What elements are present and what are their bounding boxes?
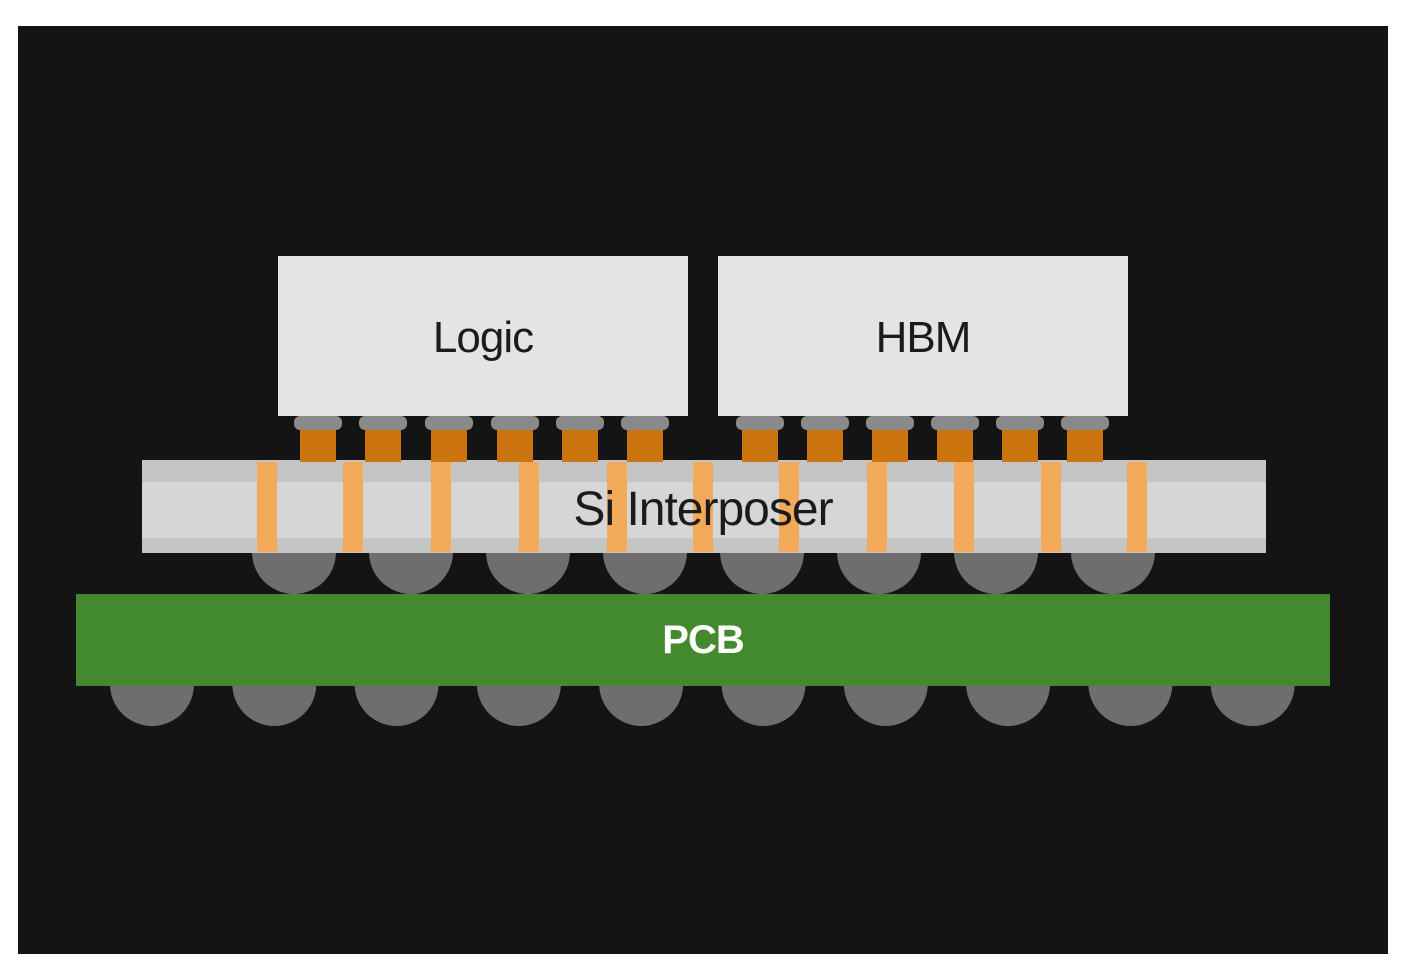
bump-pad [556,416,604,430]
microbump [742,430,778,462]
bump-pad [736,416,784,430]
interposer-label: Si Interposer [573,483,833,536]
hbm-label: HBM [876,313,971,362]
tsv [431,462,451,552]
bump-pad [425,416,473,430]
microbump [562,430,598,462]
microbump [431,430,467,462]
tsv [1127,462,1147,552]
tsv [343,462,363,552]
bump-pad [866,416,914,430]
bump-pad [294,416,342,430]
pcb-label: PCB [662,618,744,662]
bump-pad [801,416,849,430]
tsv [779,462,799,552]
bump-pad [491,416,539,430]
microbump [1067,430,1103,462]
microbump [365,430,401,462]
tsv [257,462,277,552]
pcb-substrate [76,594,1330,686]
logic-label: Logic [433,313,533,362]
bump-pad [359,416,407,430]
tsv [867,462,887,552]
tsv [693,462,713,552]
microbump [937,430,973,462]
microbump [807,430,843,462]
tsv [607,462,627,552]
through-silicon-vias [257,462,1147,552]
tsv [954,462,974,552]
bump-pad [996,416,1044,430]
bump-pad [621,416,669,430]
microbumps [294,416,1109,462]
logic-die [278,256,688,416]
microbump [497,430,533,462]
hbm-die [718,256,1128,416]
microbump [872,430,908,462]
bump-pad [931,416,979,430]
microbump [627,430,663,462]
microbump [300,430,336,462]
microbump [1002,430,1038,462]
bump-pad [1061,416,1109,430]
tsv [1041,462,1061,552]
tsv [519,462,539,552]
